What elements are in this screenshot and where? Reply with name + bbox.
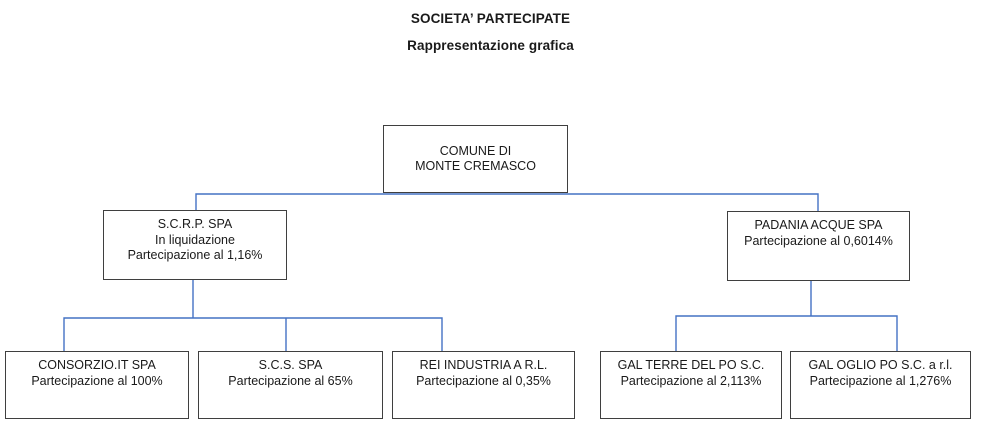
company-name: REI INDUSTRIA A R.L. — [419, 358, 548, 372]
org-node-scs-spa: S.C.S. SPA Partecipazione al 65% — [198, 351, 383, 419]
org-node-rei-industria: REI INDUSTRIA A R.L. Partecipazione al 0… — [392, 351, 575, 419]
org-node-comune-di-monte-cremasco: COMUNE DI MONTE CREMASCO — [383, 125, 568, 193]
connector-root-children — [195, 193, 819, 211]
org-node-gal-terre-del-po: GAL TERRE DEL PO S.C. Partecipazione al … — [600, 351, 782, 419]
org-node-gal-oglio-po: GAL OGLIO PO S.C. a r.l. Partecipazione … — [790, 351, 971, 419]
participation-share: Partecipazione al 1,276% — [809, 373, 952, 388]
participation-share: Partecipazione al 100% — [31, 373, 163, 388]
company-name: COMUNE DI — [439, 143, 512, 158]
org-node-consorzio-it-spa: CONSORZIO.IT SPA Partecipazione al 100% — [5, 351, 189, 419]
connector-padania-children — [675, 315, 898, 351]
org-node-padania-acque-spa: PADANIA ACQUE SPA Partecipazione al 0,60… — [727, 211, 910, 281]
company-name: PADANIA ACQUE SPA — [754, 218, 883, 232]
company-name: GAL TERRE DEL PO S.C. — [617, 358, 765, 372]
liquidation-status: In liquidazione — [155, 232, 235, 247]
page-subtitle: Rappresentazione grafica — [407, 38, 574, 53]
company-name: CONSORZIO.IT SPA — [38, 358, 156, 372]
org-node-scrp-spa: S.C.R.P. SPA In liquidazione Partecipazi… — [103, 210, 287, 280]
participation-share: Partecipazione al 2,113% — [620, 373, 762, 388]
participation-share: Partecipazione al 65% — [228, 373, 353, 388]
company-name: S.C.S. SPA — [258, 358, 323, 372]
company-name: MONTE CREMASCO — [415, 159, 536, 173]
participation-share: Partecipazione al 0,35% — [416, 373, 551, 388]
connector-scrp-children — [63, 317, 443, 351]
company-name: S.C.R.P. SPA — [157, 217, 233, 231]
participation-share: Partecipazione al 1,16% — [127, 248, 263, 262]
page-title: SOCIETA’ PARTECIPATE — [410, 11, 571, 26]
participation-share: Partecipazione al 0,6014% — [744, 233, 893, 248]
company-name: GAL OGLIO PO S.C. a r.l. — [808, 358, 953, 372]
